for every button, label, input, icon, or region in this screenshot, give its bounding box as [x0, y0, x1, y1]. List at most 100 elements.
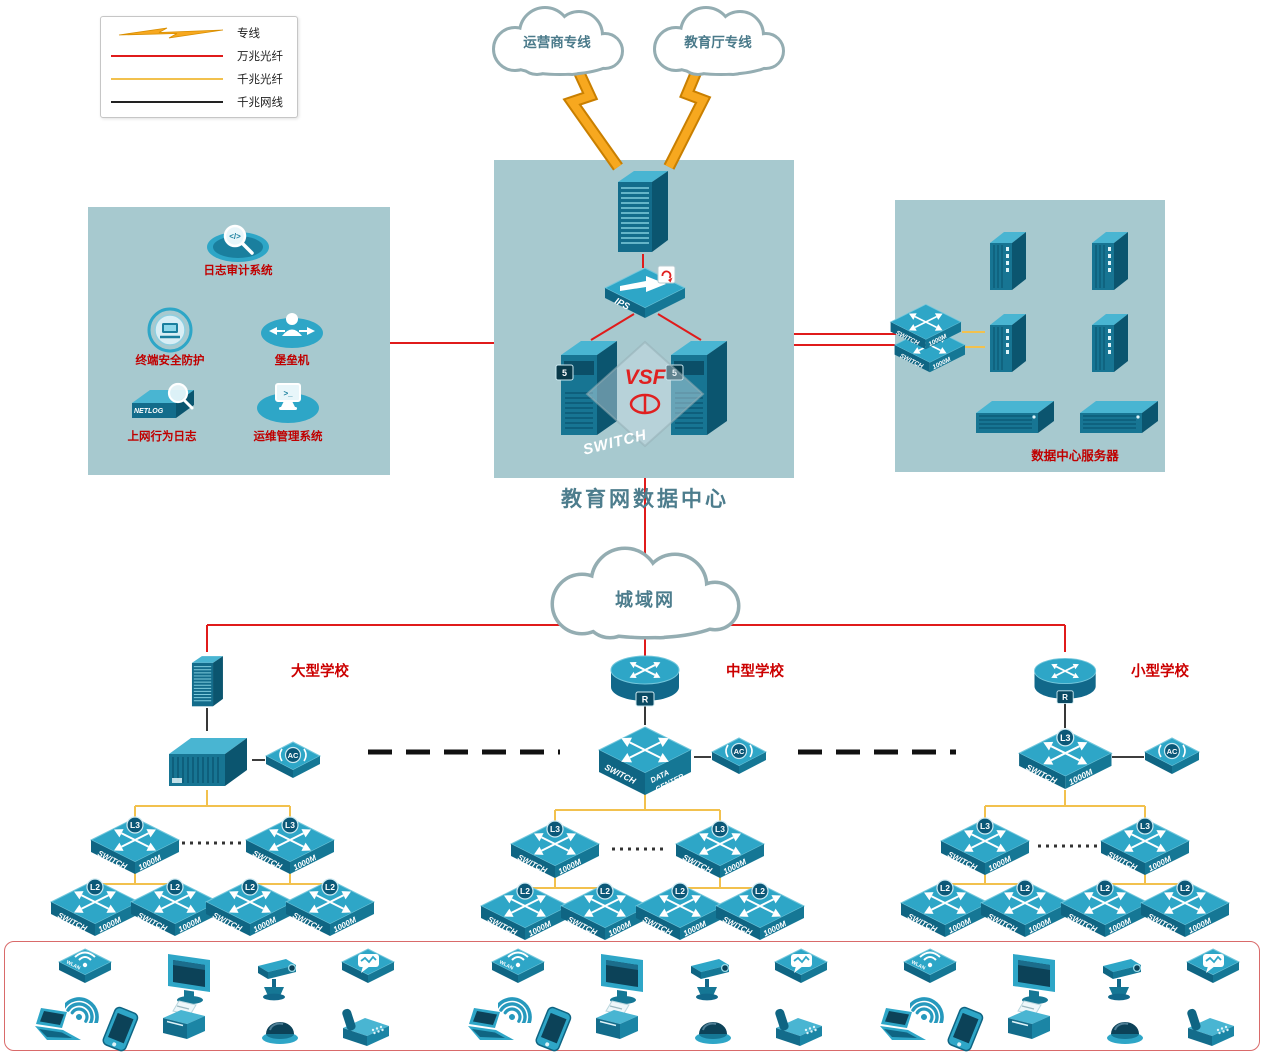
dc-server-4: [1086, 309, 1134, 379]
svg-text:L2: L2: [755, 886, 765, 896]
operator-cloud-label: 运营商专线: [523, 34, 591, 50]
metro-network-cloud: 城域网: [530, 546, 760, 641]
yellow-line-icon: [111, 77, 227, 80]
label-terminal-security: 终端安全防护: [135, 355, 205, 367]
svg-text:L3: L3: [980, 821, 990, 831]
printer: [155, 999, 211, 1047]
l3-aggregation-switch: L3 SWITCH 1000M: [939, 816, 1031, 878]
laptop: [874, 1006, 932, 1048]
desktop-monitor: [1009, 950, 1061, 1006]
svg-text:>_: >_: [283, 389, 293, 398]
bastion-host-icon: [259, 306, 325, 352]
lightning-icon: [111, 25, 227, 41]
svg-text:L3: L3: [130, 820, 140, 830]
large-school-gateway: [187, 653, 228, 710]
wifi-signal-icon: [61, 983, 111, 1029]
vsf-cluster-overlay: VSF: [583, 338, 707, 450]
wireless-ap: WLAN: [901, 947, 959, 987]
svg-text:R: R: [642, 695, 649, 705]
telephone: [337, 1004, 395, 1050]
vsf-core-switch-1: 5: [553, 335, 625, 449]
l2-access-switch: L2 SWITCH 1000M: [204, 877, 296, 939]
black-line-icon: [111, 100, 227, 103]
smartphone: [532, 1006, 574, 1054]
dc-server-2: [1086, 227, 1134, 297]
1g-cable-links: [206, 703, 1144, 761]
label-netlog: 上网行为日志: [127, 431, 197, 443]
ptz-camera: [683, 952, 739, 1002]
metro-cloud-label: 城域网: [615, 589, 675, 610]
dc-server-1: [984, 227, 1032, 297]
terminal-security-icon: [144, 306, 196, 354]
svg-text:AC: AC: [1167, 747, 1178, 756]
svg-text:R: R: [1062, 693, 1068, 702]
legend-label: 专线: [237, 27, 260, 40]
legend-label: 千兆光纤: [237, 73, 283, 86]
l2-access-switch: L2 SWITCH 1000M: [129, 877, 221, 939]
l2-access-switch: L2 SWITCH 1000M: [714, 881, 806, 943]
printer: [588, 999, 644, 1047]
education-cloud: 教育厅专线: [638, 5, 798, 77]
small-school-core-switch: L3 SWITCH 1000M: [1017, 727, 1114, 792]
legend-item-10g-fiber: 万兆光纤: [101, 44, 297, 67]
svg-text:L2: L2: [1100, 883, 1110, 893]
svg-text:L3: L3: [1060, 732, 1070, 742]
small-school-router: R: [1030, 653, 1100, 705]
label-large-school: 大型学校: [291, 664, 349, 680]
telephone: [770, 1004, 828, 1050]
svg-text:L2: L2: [1020, 883, 1030, 893]
dome-camera: [690, 1010, 736, 1048]
1g-fiber-links: [94, 331, 1186, 901]
smartphone: [99, 1006, 141, 1054]
dome-camera: [257, 1010, 303, 1048]
red-line-icon: [111, 54, 227, 57]
im-terminal: [1184, 947, 1242, 987]
dc-rack-server-1: [970, 393, 1058, 441]
large-school-core-switch: [161, 730, 253, 792]
l2-access-switch: L2 SWITCH 1000M: [1139, 878, 1231, 940]
svg-text:L3: L3: [550, 824, 560, 834]
legend-label: 千兆网线: [237, 96, 283, 109]
svg-text:NETLOG: NETLOG: [134, 408, 164, 415]
l2-access-switch: L2 SWITCH 1000M: [979, 878, 1071, 940]
l3-aggregation-switch: L3 SWITCH 1000M: [674, 819, 766, 881]
svg-text:L2: L2: [675, 886, 685, 896]
svg-text:</>: </>: [229, 232, 241, 241]
im-terminal: [772, 947, 830, 987]
svg-text:L3: L3: [285, 820, 295, 830]
server-zone-title: 数据中心服务器: [1031, 449, 1119, 463]
svg-text:AC: AC: [288, 751, 299, 760]
log-audit-icon: </>: [205, 220, 271, 266]
svg-text:AC: AC: [734, 747, 745, 756]
svg-text:VSF: VSF: [625, 366, 667, 389]
l2-access-switch: L2 SWITCH 1000M: [899, 878, 991, 940]
smartphone: [944, 1006, 986, 1054]
wifi-signal-icon: [494, 983, 544, 1029]
svg-text:L3: L3: [1140, 821, 1150, 831]
svg-text:L2: L2: [90, 882, 100, 892]
ptz-camera: [1095, 952, 1151, 1002]
desktop-monitor: [164, 950, 216, 1006]
l2-access-switch: L2 SWITCH 1000M: [634, 881, 726, 943]
l3-aggregation-switch: L3 SWITCH 1000M: [1099, 816, 1191, 878]
large-school-ac: AC: [263, 739, 323, 781]
svg-text:L2: L2: [940, 883, 950, 893]
desktop-monitor: [597, 950, 649, 1006]
medium-school-core-switch: SWITCH DATA CENTER: [595, 723, 695, 797]
laptop: [462, 1006, 520, 1048]
dc-rack-server-2: [1074, 393, 1162, 441]
operator-cloud: 运营商专线: [477, 5, 637, 77]
ptz-camera: [250, 952, 306, 1002]
l2-access-switch: L2 SWITCH 1000M: [49, 877, 141, 939]
svg-text:L2: L2: [325, 882, 335, 892]
svg-text:5: 5: [562, 368, 567, 378]
label-medium-school: 中型学校: [726, 664, 784, 680]
medium-school-router: R: [606, 650, 684, 708]
dc-server-3: [984, 309, 1032, 379]
l2-access-switch: L2 SWITCH 1000M: [284, 877, 376, 939]
laptop: [29, 1006, 87, 1048]
svg-text:L2: L2: [170, 882, 180, 892]
small-school-ac: AC: [1142, 735, 1202, 777]
l3-aggregation-switch: L3 SWITCH 1000M: [509, 819, 601, 881]
